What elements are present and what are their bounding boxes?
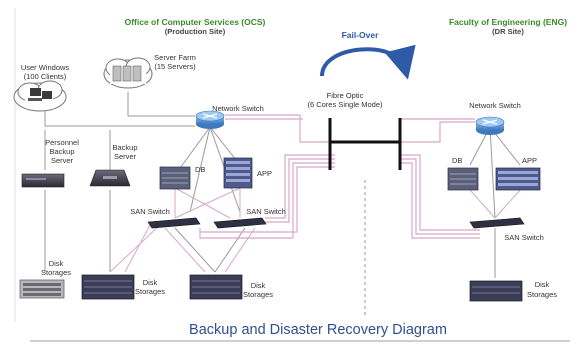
ocs-db-label: DB — [195, 165, 205, 174]
disk-1-label-line2: Storages — [41, 268, 71, 277]
failover-arrow-icon — [320, 44, 416, 80]
fibre-label-line1: Fibre Optic — [327, 91, 364, 100]
ocs-app-server-icon — [223, 157, 253, 189]
user-windows-label-line1: User Windows — [21, 63, 70, 72]
disk-1-label-line1: Disk — [49, 259, 64, 268]
eng-router-icon — [475, 116, 505, 135]
ocs-title: Office of Computer Services (OCS) — [125, 17, 266, 27]
ocs-san-switch-2-icon — [213, 217, 267, 229]
lan-links — [44, 92, 521, 278]
disk-eng-label-line2: Storages — [527, 290, 557, 299]
backup-server-label-line1: Backup — [112, 143, 137, 152]
eng-subtitle: (DR Site) — [492, 27, 524, 36]
backup-server-icon — [89, 169, 131, 187]
fibre-trunk — [328, 118, 402, 170]
eng-title: Faculty of Engineering (ENG) — [449, 17, 567, 27]
ocs-san-switch-1-label: SAN Switch — [130, 207, 170, 216]
server-farm-label-line1: Server Farm — [154, 53, 196, 62]
ocs-app-label: APP — [257, 169, 272, 178]
ocs-san-switch-2-label: SAN Switch — [246, 207, 286, 216]
diagram-title: Backup and Disaster Recovery Diagram — [189, 322, 447, 338]
disk-3-label-line1: Disk — [251, 281, 266, 290]
server-farm-cloud-icon — [103, 57, 153, 89]
server-farm-label-line2: (15 Servers) — [154, 62, 196, 71]
user-clients-cloud-icon — [13, 80, 67, 112]
ocs-router-icon — [195, 110, 225, 129]
disk-storage-3-icon — [189, 274, 243, 300]
eng-app-label: APP — [522, 156, 537, 165]
disk-2-label-line2: Storages — [135, 287, 165, 296]
personnel-label-line3: Server — [51, 156, 74, 165]
fibre-label-line2: (6 Cores Single Mode) — [307, 100, 383, 109]
eng-san-switch-label: SAN Switch — [504, 233, 544, 242]
eng-db-server-icon — [447, 167, 479, 191]
failover-label: Fail-Over — [342, 30, 380, 40]
ocs-subtitle: (Production Site) — [165, 27, 226, 36]
eng-app-server-icon — [495, 167, 541, 191]
fibre-bundles — [199, 114, 480, 239]
eng-network-switch-label: Network Switch — [469, 101, 521, 110]
eng-san-switch-icon — [469, 217, 525, 229]
personnel-label-line2: Backup — [49, 147, 74, 156]
disk-storage-2-icon — [81, 274, 135, 300]
disk-storage-1-icon — [19, 279, 65, 299]
disk-storage-eng-icon — [469, 280, 523, 302]
user-windows-label-line2: (100 Clients) — [24, 72, 67, 81]
disk-eng-label-line1: Disk — [535, 280, 550, 289]
ocs-db-server-icon — [159, 166, 191, 190]
disk-2-label-line1: Disk — [143, 278, 158, 287]
eng-db-label: DB — [452, 156, 462, 165]
disk-3-label-line2: Storages — [243, 290, 273, 299]
personnel-label-line1: Personnel — [45, 138, 79, 147]
backup-server-label-line2: Server — [114, 152, 137, 161]
personnel-backup-server-icon — [21, 173, 65, 188]
san-links — [109, 187, 521, 273]
ocs-network-switch-label: Network Switch — [212, 104, 264, 113]
ocs-san-switch-1-icon — [147, 217, 201, 229]
